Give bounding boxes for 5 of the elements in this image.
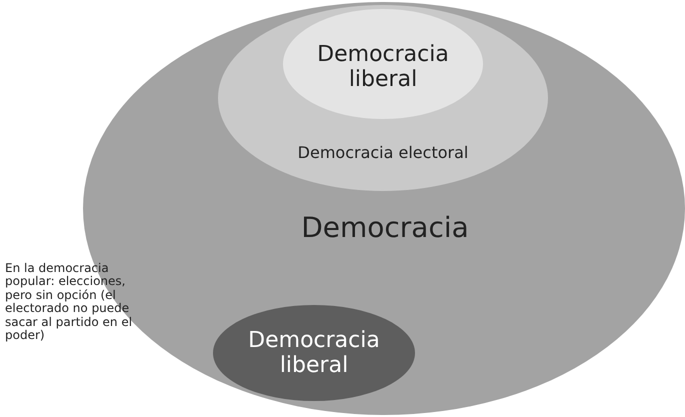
note-text: En la democracia popular: elecciones, pero sin opción (el electorado no puede sacar al partido en el poder) (5, 262, 134, 343)
ellipse-label: Democracia (300, 212, 470, 244)
ellipse-label: Democracia liberal (247, 328, 381, 379)
ellipse-label: Democracia liberal (316, 42, 450, 93)
ellipse-label: Democracia electoral (296, 144, 470, 162)
